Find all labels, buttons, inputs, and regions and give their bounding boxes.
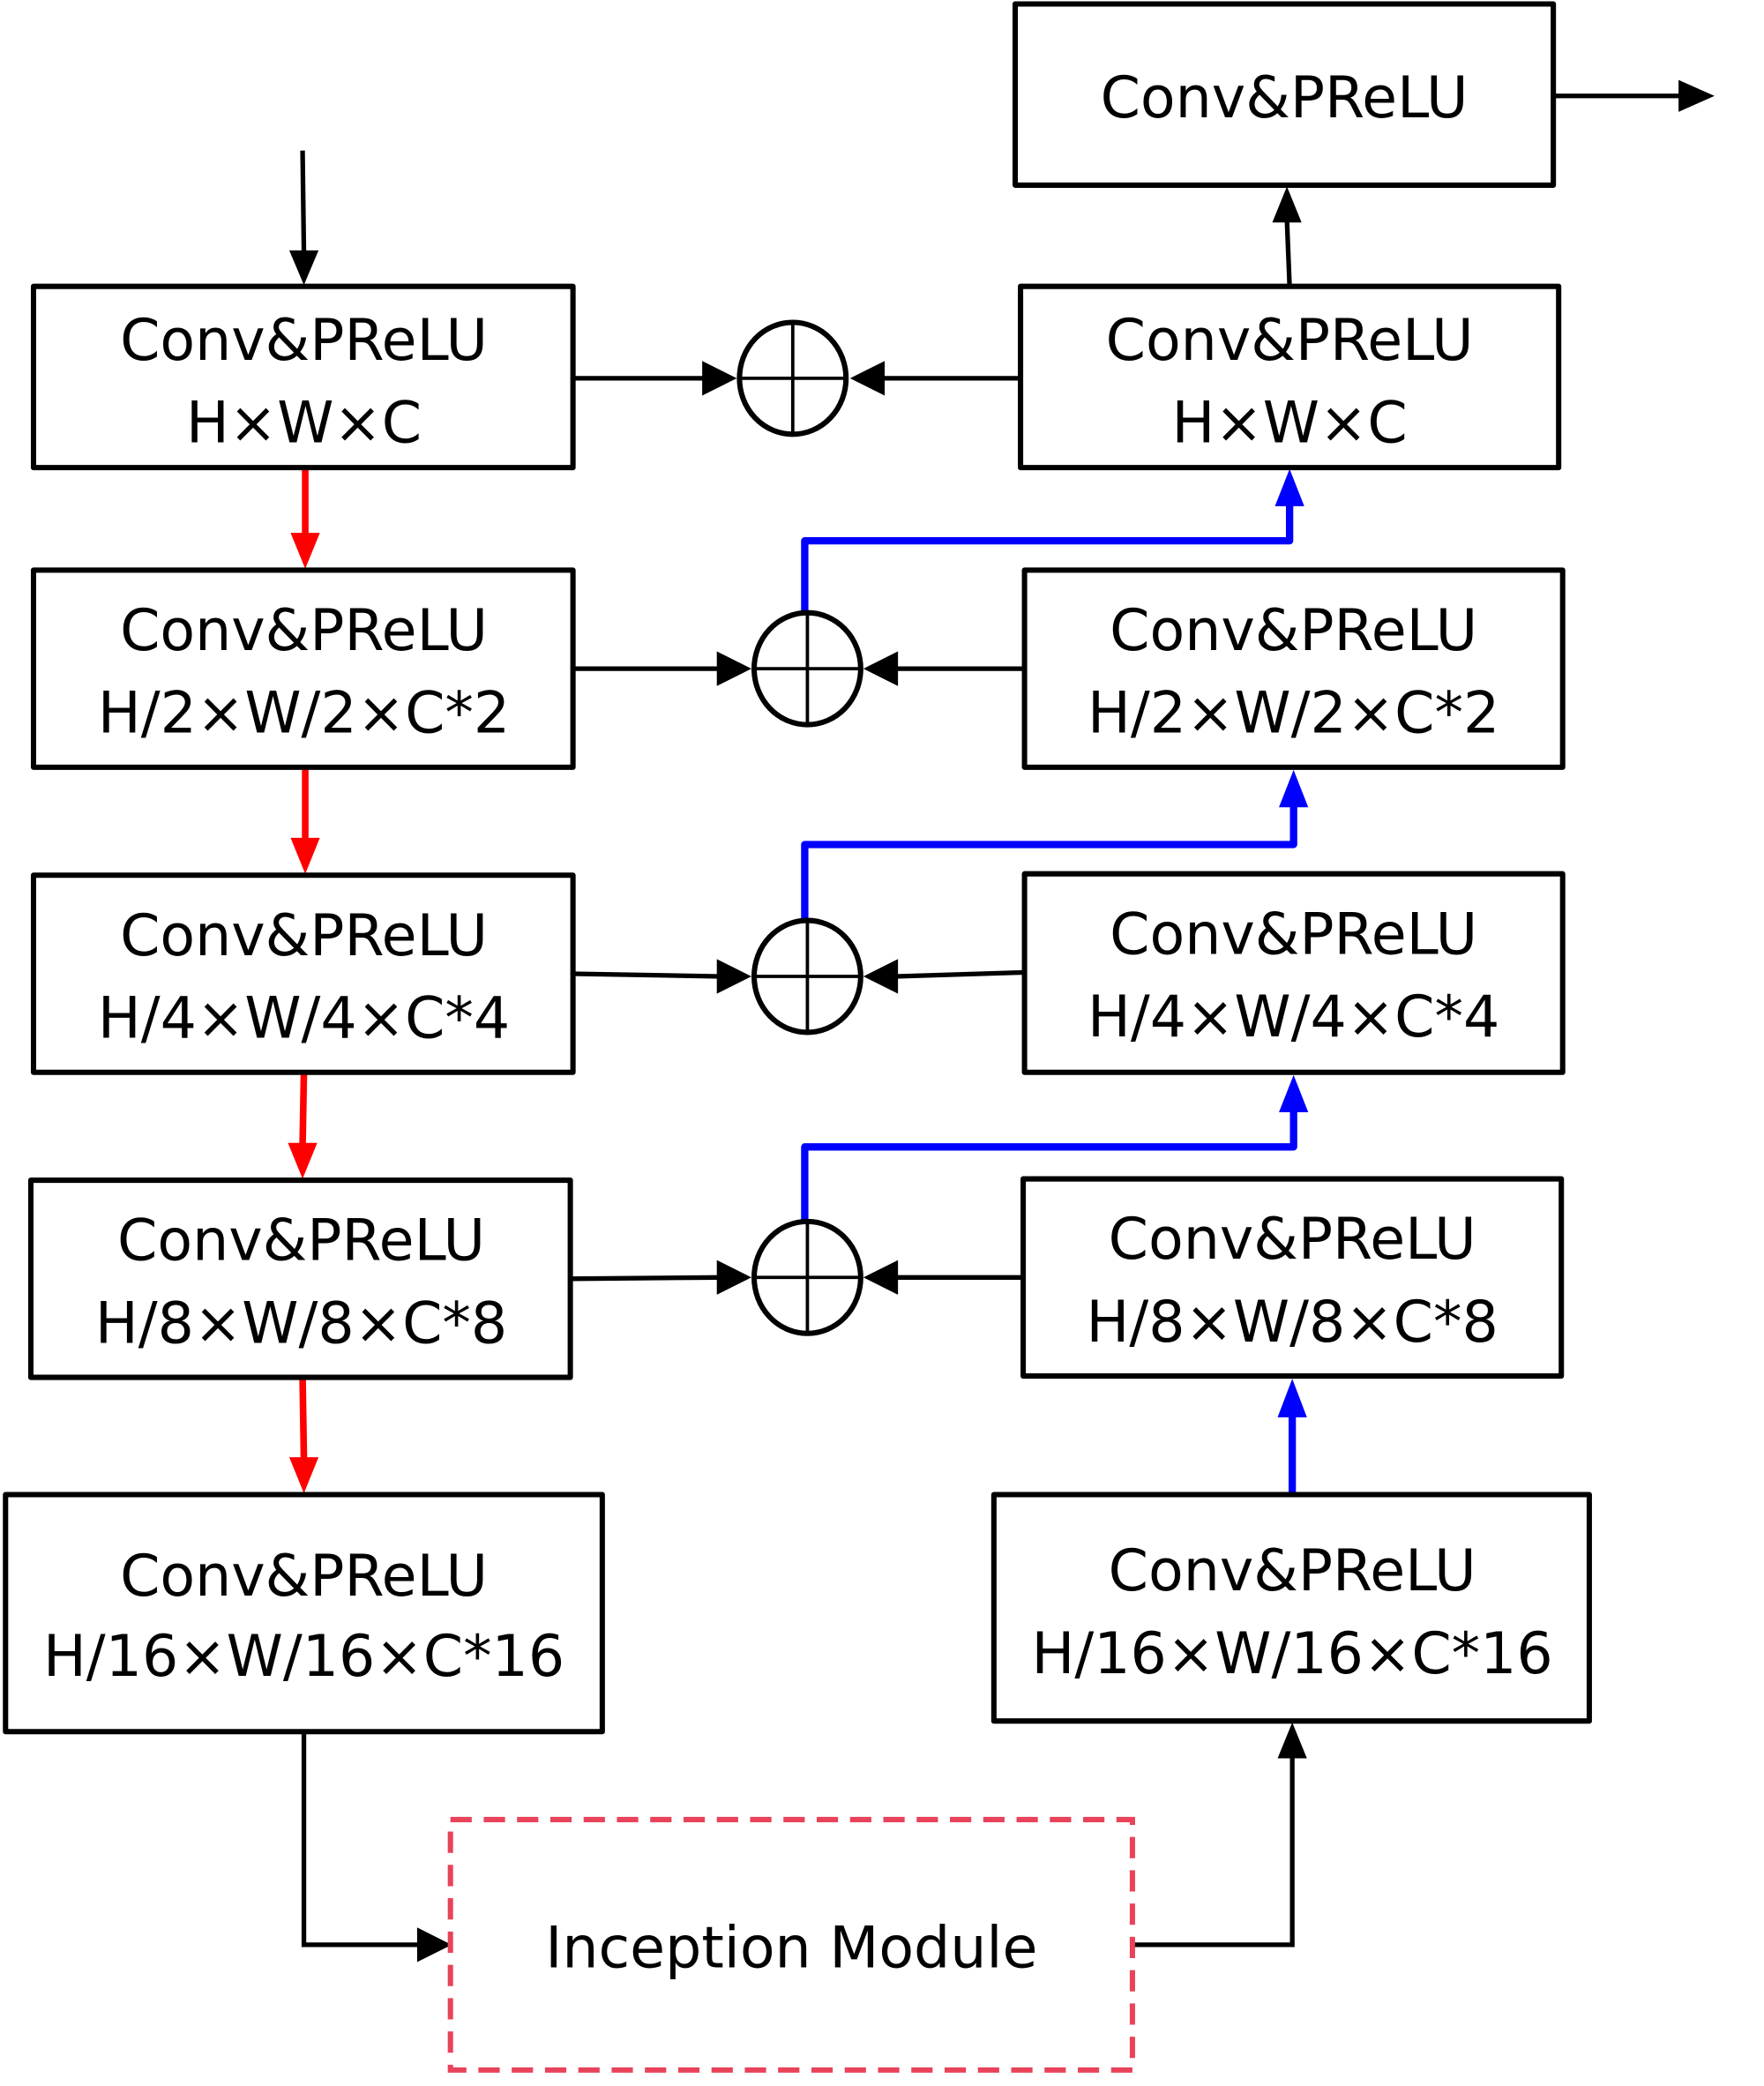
block-shape: H/4×W/4×C*4 bbox=[98, 985, 510, 1051]
sum-node-icon bbox=[736, 319, 849, 437]
encoder-block-4: Conv&PReLU H/8×W/8×C*8 bbox=[27, 1178, 573, 1380]
block-title: Conv&PReLU bbox=[120, 598, 488, 664]
encoder-block-2: Conv&PReLU H/2×W/2×C*2 bbox=[30, 567, 576, 770]
block-shape: H×W×C bbox=[186, 390, 422, 456]
output-conv-block: Conv&PReLU bbox=[1013, 1, 1557, 188]
sum-node-icon bbox=[751, 917, 863, 1036]
decoder-to-sum-arrow bbox=[863, 1260, 1024, 1295]
block-shape: H/16×W/16×C*16 bbox=[43, 1624, 564, 1690]
block-shape: H/4×W/4×C*4 bbox=[1088, 984, 1499, 1050]
encoder-downsample-arrow bbox=[290, 467, 320, 569]
sum-node-icon bbox=[751, 609, 863, 728]
skip-connection-arrow bbox=[572, 361, 737, 396]
decoder-to-output-arrow bbox=[1272, 186, 1302, 287]
block-title: Conv&PReLU bbox=[1106, 308, 1474, 374]
decoder-upsample-arrow bbox=[801, 468, 1304, 615]
block-title: Conv&PReLU bbox=[117, 1208, 485, 1275]
block-title: Conv&PReLU bbox=[1110, 598, 1477, 664]
output-arrow bbox=[1553, 79, 1715, 112]
skip-connection-arrow bbox=[570, 1260, 751, 1295]
block-title: Conv&PReLU bbox=[1101, 65, 1469, 131]
encoder-block-3: Conv&PReLU H/4×W/4×C*4 bbox=[30, 872, 576, 1075]
skip-connection-arrow bbox=[572, 651, 751, 686]
decoder-block-3: Conv&PReLU H/4×W/4×C*4 bbox=[1021, 871, 1566, 1075]
decoder-block-1: Conv&PReLU H×W×C bbox=[1018, 283, 1562, 471]
inception-to-decoder-arrow bbox=[1132, 1722, 1307, 1948]
block-title: Conv&PReLU bbox=[120, 903, 488, 969]
block-shape: H/8×W/8×C*8 bbox=[95, 1290, 507, 1357]
block-title: Conv&PReLU bbox=[1109, 1207, 1476, 1273]
encoder-to-inception-arrow bbox=[301, 1731, 452, 1963]
sum-node-icon bbox=[751, 1218, 863, 1336]
decoder-upsample-arrow bbox=[1277, 1379, 1307, 1495]
block-shape: H/2×W/2×C*2 bbox=[1088, 681, 1499, 747]
block-title: Conv&PReLU bbox=[1109, 1538, 1476, 1604]
skip-connection-arrow bbox=[572, 959, 751, 994]
decoder-to-sum-arrow bbox=[863, 651, 1025, 686]
decoder-to-sum-arrow bbox=[849, 361, 1021, 396]
decoder-block-5: Conv&PReLU H/16×W/16×C*16 bbox=[990, 1492, 1592, 1724]
block-title: Conv&PReLU bbox=[120, 308, 488, 374]
encoder-downsample-arrow bbox=[288, 1072, 318, 1179]
block-title: Conv&PReLU bbox=[120, 1544, 488, 1610]
input-arrow bbox=[288, 150, 319, 286]
encoder-downsample-arrow bbox=[288, 1377, 319, 1493]
encoder-downsample-arrow bbox=[290, 766, 320, 874]
block-shape: H/16×W/16×C*16 bbox=[1032, 1621, 1553, 1687]
block-shape: H/2×W/2×C*2 bbox=[98, 681, 510, 747]
decoder-block-4: Conv&PReLU H/8×W/8×C*8 bbox=[1020, 1176, 1565, 1379]
encoder-block-5: Conv&PReLU H/16×W/16×C*16 bbox=[3, 1492, 605, 1735]
block-shape: H/8×W/8×C*8 bbox=[1087, 1290, 1499, 1356]
decoder-upsample-arrow bbox=[801, 769, 1309, 923]
decoder-upsample-arrow bbox=[801, 1074, 1309, 1222]
inception-module-block: Inception Module bbox=[447, 1816, 1135, 2073]
encoder-block-1: Conv&PReLU H×W×C bbox=[30, 283, 576, 471]
decoder-to-sum-arrow bbox=[863, 959, 1025, 994]
decoder-block-2: Conv&PReLU H/2×W/2×C*2 bbox=[1021, 567, 1566, 770]
inception-module-label: Inception Module bbox=[545, 1916, 1037, 1982]
block-shape: H×W×C bbox=[1172, 390, 1408, 456]
block-title: Conv&PReLU bbox=[1110, 901, 1477, 968]
